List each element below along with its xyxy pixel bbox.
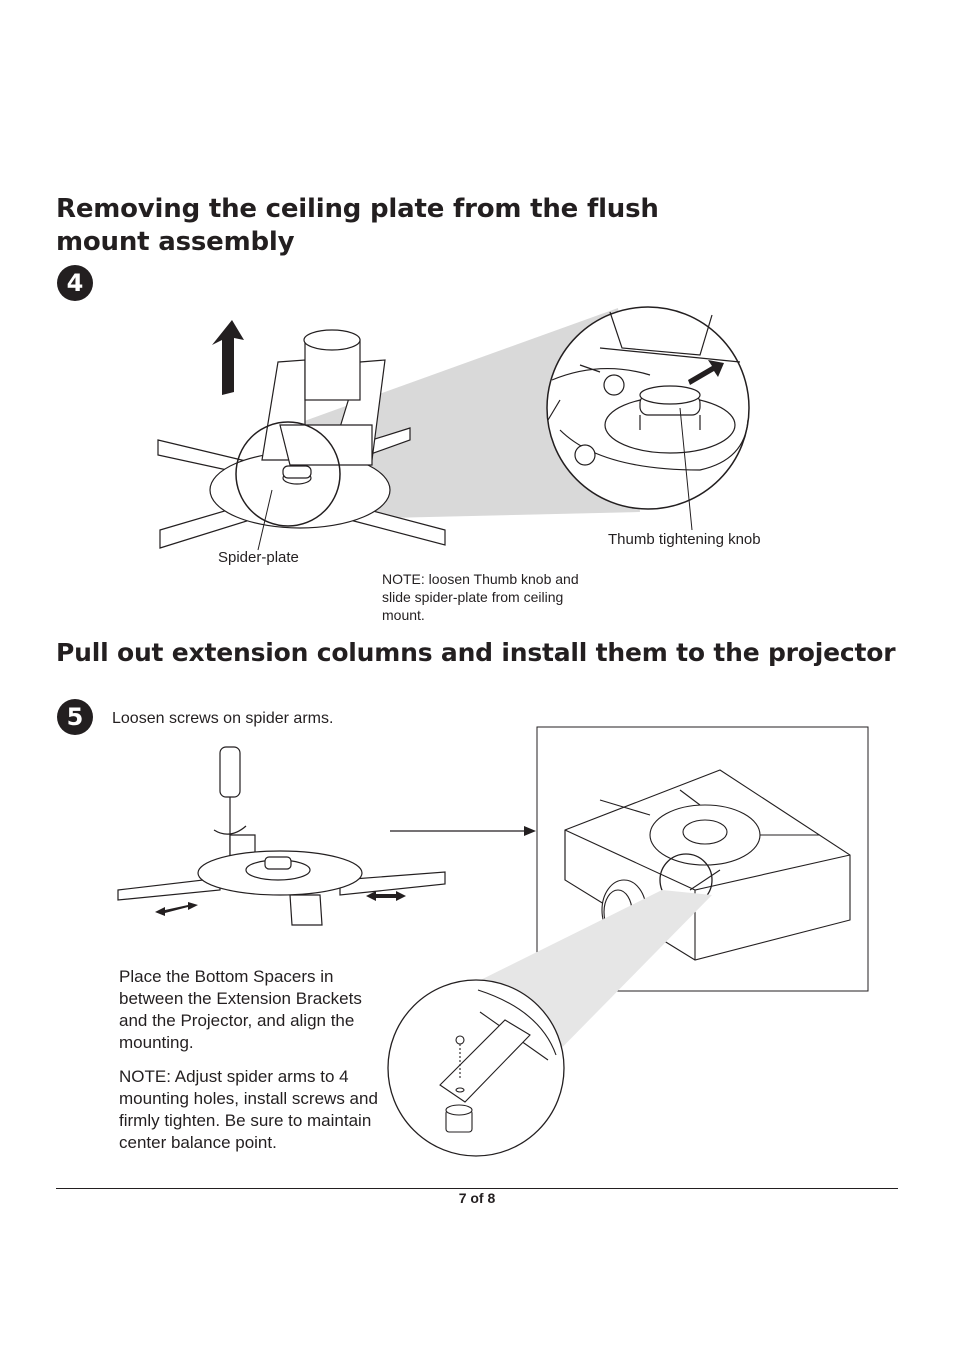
page-number: 7 of 8 xyxy=(458,1190,496,1206)
thumb-knob-label: Thumb tightening knob xyxy=(608,531,761,548)
section-title-remove-ceiling-plate: Removing the ceiling plate from the flus… xyxy=(56,194,659,257)
spacer-instruction: Place the Bottom Spacers in between the … xyxy=(119,967,362,1052)
step-number-badge: 4 xyxy=(57,265,93,301)
step-number-badge: 5 xyxy=(57,699,93,735)
spider-plate-label: Spider-plate xyxy=(218,549,299,566)
footer-divider xyxy=(56,1188,898,1189)
zoom-wedge xyxy=(285,308,640,520)
section2-note: NOTE: Adjust spider arms to 4 mounting h… xyxy=(119,1067,378,1152)
lift-arrow xyxy=(212,320,244,395)
section-title-extension-columns: Pull out extension columns and install t… xyxy=(56,638,896,667)
flush-mount-illustration xyxy=(157,306,750,551)
slide-arrow xyxy=(688,360,724,385)
step5-instruction: Loosen screws on spider arms. xyxy=(112,710,334,727)
section1-note: NOTE: loosen Thumb knob and slide spider… xyxy=(382,571,579,623)
extension-columns-illustration xyxy=(117,726,869,1157)
